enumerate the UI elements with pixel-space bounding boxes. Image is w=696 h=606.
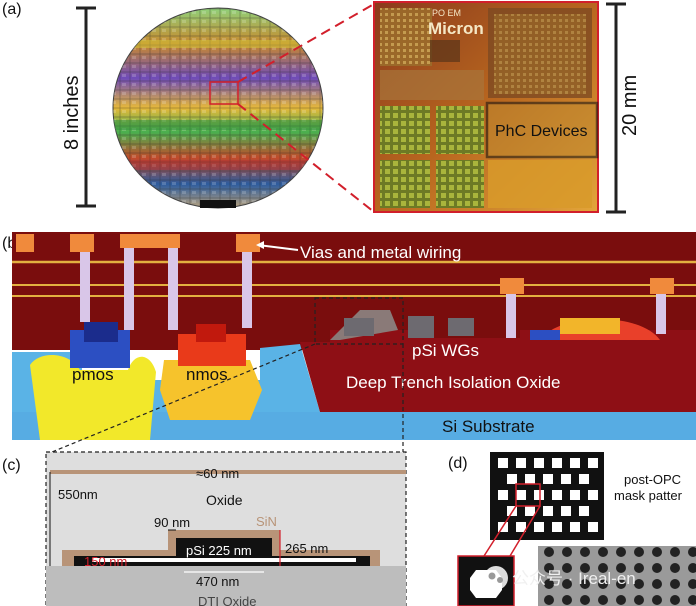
mask-label-line1: post-OPC [624,472,681,487]
dti-bottom-label: DTI Oxide [198,594,257,606]
mask-label-line2: mask patter [614,488,683,503]
die-brand-text: Micron [428,19,484,38]
mask-zoom-line-left [483,505,517,557]
wafer-size-label: 8 inches [61,76,83,151]
mask-zoom-line-right [509,505,541,557]
sem-image [538,546,696,606]
mask-zoom-box [515,483,541,507]
vias-arrow [257,244,299,251]
top-dim-label: ≈60 nm [196,466,239,481]
psi-wgs-label: pSi WGs [412,341,479,360]
vias-arrowhead [256,241,264,249]
dim-265-label: 265 nm [285,541,328,556]
dim-90-label: 90 nm [154,515,190,530]
watermark-text: 公众号 · Ireal-en [512,569,636,588]
zoom-line-top [237,3,375,83]
cross-section-image [12,232,696,440]
wafer-image [112,7,324,209]
opc-mask-pattern [490,452,604,540]
dim-470-label: 470 nm [196,574,239,589]
waveguide-cross-section [45,451,407,606]
dti-label: Deep Trench Isolation Oxide [346,373,561,392]
height-dim-label: 550nm [58,487,98,502]
phc-devices-label: PhC Devices [495,123,587,140]
panel-c-label: (c) [2,457,21,474]
zoom-line-left [51,343,316,453]
watermark: 公众号 · Ireal-en [484,566,636,590]
sin-label: SiN [256,514,277,529]
pmos-label: pmos [72,365,114,384]
psi-label: pSi 225 nm [186,543,252,558]
panel-d-label: (d) [448,455,468,472]
substrate-label: Si Substrate [442,417,535,436]
vias-label: Vias and metal wiring [300,243,461,262]
selected-die-box [209,81,239,105]
panel-a-label: (a) [2,1,22,18]
die-small-text: PO EM [432,8,461,18]
dim-150-label: 150 nm [84,554,127,569]
die-size-label: 20 mm [619,75,641,136]
phc-devices-box [485,101,599,159]
oxide-label: Oxide [206,492,243,508]
zoom-line-bottom [237,103,375,213]
nmos-label: nmos [186,365,228,384]
